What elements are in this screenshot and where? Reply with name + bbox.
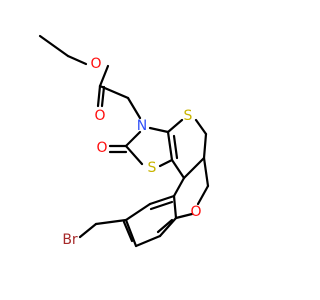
molecule-drawing: O O N S O S O Br: [38, 34, 210, 248]
bond: [182, 156, 206, 180]
bond: [94, 218, 128, 226]
bond: [172, 176, 186, 198]
bond: [96, 84, 102, 108]
bond: [202, 132, 208, 160]
bond: [126, 96, 142, 120]
atom-label: O: [94, 108, 105, 124]
bond: [158, 216, 178, 238]
atom-labels: O O N S O S O Br: [62, 56, 201, 248]
atom-label: N: [137, 118, 147, 134]
bond: [172, 134, 179, 160]
atom-label: S: [184, 108, 193, 124]
atom-label: O: [190, 204, 201, 220]
atom-label: O: [96, 140, 107, 156]
bond: [148, 194, 176, 206]
bond: [124, 144, 144, 166]
bond: [158, 158, 174, 168]
bond: [38, 34, 70, 58]
bond: [78, 222, 98, 239]
bond: [202, 156, 210, 188]
bond: [166, 130, 174, 162]
bond: [124, 202, 152, 222]
bond: [98, 84, 130, 100]
bond: [148, 126, 170, 134]
bond: [134, 234, 162, 248]
atom-label: O: [90, 56, 101, 72]
bond: [66, 54, 88, 66]
bond: [156, 218, 174, 234]
bond: [194, 118, 208, 136]
bond: [98, 64, 110, 88]
bond: [174, 212, 194, 220]
bond: [170, 158, 186, 180]
bond: [100, 85, 106, 108]
bond: [122, 220, 134, 243]
atom-label: Br: [62, 232, 78, 248]
bond: [149, 200, 174, 211]
atom-label: S: [148, 160, 157, 176]
bond: [166, 118, 184, 134]
structure-canvas: O O N S O S O Br: [38, 34, 210, 248]
bonds: [38, 34, 210, 248]
bond: [172, 194, 178, 220]
bond: [124, 130, 142, 148]
bond: [124, 218, 138, 248]
bond: [196, 184, 210, 206]
